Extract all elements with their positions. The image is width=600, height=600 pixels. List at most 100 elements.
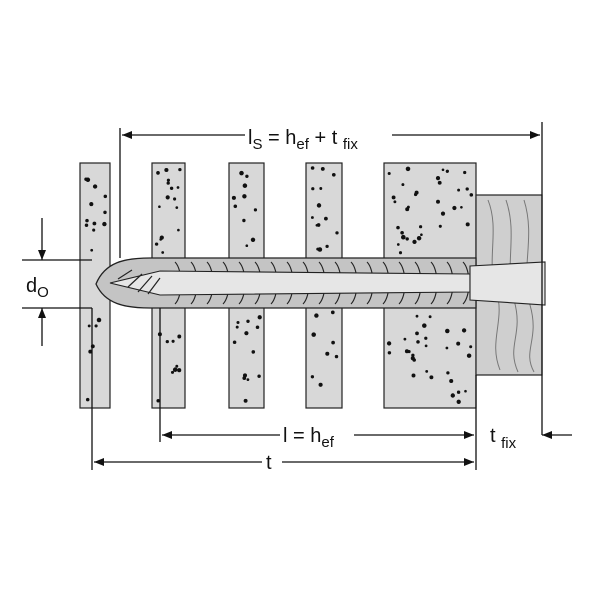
aggregate-dot [242, 218, 246, 223]
aggregate-dot [166, 178, 170, 182]
aggregate-dot [243, 398, 248, 403]
aggregate-dot [96, 317, 102, 323]
aggregate-dot [89, 202, 94, 207]
aggregate-dot [257, 374, 261, 378]
aggregate-dot [387, 171, 391, 176]
aggregate-dot [88, 349, 93, 354]
aggregate-dot [460, 206, 463, 209]
wood-grain [523, 199, 535, 373]
aggregate-dot [429, 375, 434, 380]
aggregate-dot [158, 205, 161, 208]
aggregate-dot [449, 378, 454, 384]
aggregate-dot [235, 325, 239, 329]
aggregate-dot [437, 180, 442, 185]
aggregate-dot [438, 224, 442, 228]
aggregate-dot [465, 222, 470, 227]
screw-thread [117, 269, 161, 295]
aggregate-dot [401, 183, 405, 187]
aggregate-dot [411, 373, 416, 378]
label-ls: lS = hef + t fix [248, 127, 358, 153]
aggregate-dots [84, 166, 474, 404]
aggregate-dot [320, 166, 325, 171]
aggregate-dot [396, 225, 400, 230]
aggregate-dot [415, 314, 419, 318]
aggregate-dot [85, 218, 89, 223]
aggregate-dot [87, 324, 91, 328]
aggregate-dot [334, 354, 339, 359]
aggregate-dot [164, 167, 169, 173]
aggregate-dot [331, 172, 336, 177]
aggregate-dot [242, 183, 248, 188]
aggregate-dot [246, 378, 250, 381]
dimension-t: t [91, 308, 474, 474]
aggregate-dot [396, 243, 400, 246]
aggregate-dot [311, 332, 316, 337]
aggregate-dot [411, 353, 415, 357]
aggregate-dot [177, 334, 182, 339]
aggregate-dot [177, 228, 180, 232]
aggregate-dot [92, 184, 98, 189]
aggregate-dot [173, 197, 177, 201]
aggregate-dot [169, 186, 174, 190]
aggregate-dot [403, 337, 407, 341]
aggregate-dot [236, 320, 240, 325]
aggregate-dot [330, 310, 335, 315]
dimension-ls: lS = hef + t fix [119, 122, 543, 435]
aggregate-dot [165, 195, 170, 200]
aggregate-dot [310, 166, 315, 170]
aggregate-dot [461, 328, 467, 333]
aggregate-dot [450, 393, 455, 398]
aggregate-dot [233, 204, 238, 209]
aggregate-dot [317, 247, 323, 252]
aggregate-dot [156, 171, 160, 175]
aggregate-dot [165, 339, 169, 344]
aggregate-dot [94, 324, 98, 328]
aggregate-dot [414, 190, 419, 195]
aggregate-dot [257, 315, 262, 320]
aggregate-dot [425, 369, 429, 373]
aggregate-dot [435, 176, 441, 181]
aggregate-dot [90, 248, 94, 252]
aggregate-dot [416, 340, 420, 344]
aggregate-dot [156, 399, 160, 403]
aggregate-dot [463, 170, 467, 175]
aggregate-dot [410, 356, 415, 361]
aggregate-dot [250, 237, 256, 243]
aggregate-dot [456, 390, 461, 394]
aggregate-dot [416, 235, 422, 241]
aggregate-dot [406, 205, 410, 209]
aggregate-dot [161, 251, 165, 254]
aggregate-dot [387, 351, 392, 355]
aggregate-dot [244, 331, 249, 336]
aggregate-dot [324, 216, 328, 221]
aggregate-dot [469, 193, 474, 197]
aggregate-dot [335, 231, 339, 235]
aggregate-dot [231, 195, 236, 200]
aggregate-dot [176, 186, 180, 189]
aggregate-dot [404, 349, 409, 354]
aggregate-dot [428, 315, 432, 319]
aggregate-dot [440, 211, 446, 216]
aggregate-dot [103, 210, 107, 215]
aggregate-dot [464, 389, 467, 393]
aggregate-dot [452, 205, 457, 211]
aggregate-dot [242, 376, 247, 380]
aggregate-dot [422, 323, 427, 328]
aggregate-dot [92, 228, 96, 232]
aggregate-dot [175, 364, 179, 368]
aggregate-dot [175, 206, 179, 209]
aggregate-dot [253, 208, 258, 212]
dimension-tfix: t fix [490, 425, 572, 452]
aggregate-dot [424, 336, 428, 340]
aggregate-dot [420, 233, 423, 236]
aggregate-dot [319, 187, 323, 190]
aggregate-dot [242, 194, 247, 199]
aggregate-dot [316, 223, 321, 227]
aggregate-dot [245, 244, 249, 248]
aggregate-dot [405, 237, 409, 241]
aggregate-dot [400, 231, 404, 235]
aggregate-dot [398, 251, 403, 255]
aggregate-dot [446, 371, 450, 375]
aggregate-dot [170, 370, 175, 374]
